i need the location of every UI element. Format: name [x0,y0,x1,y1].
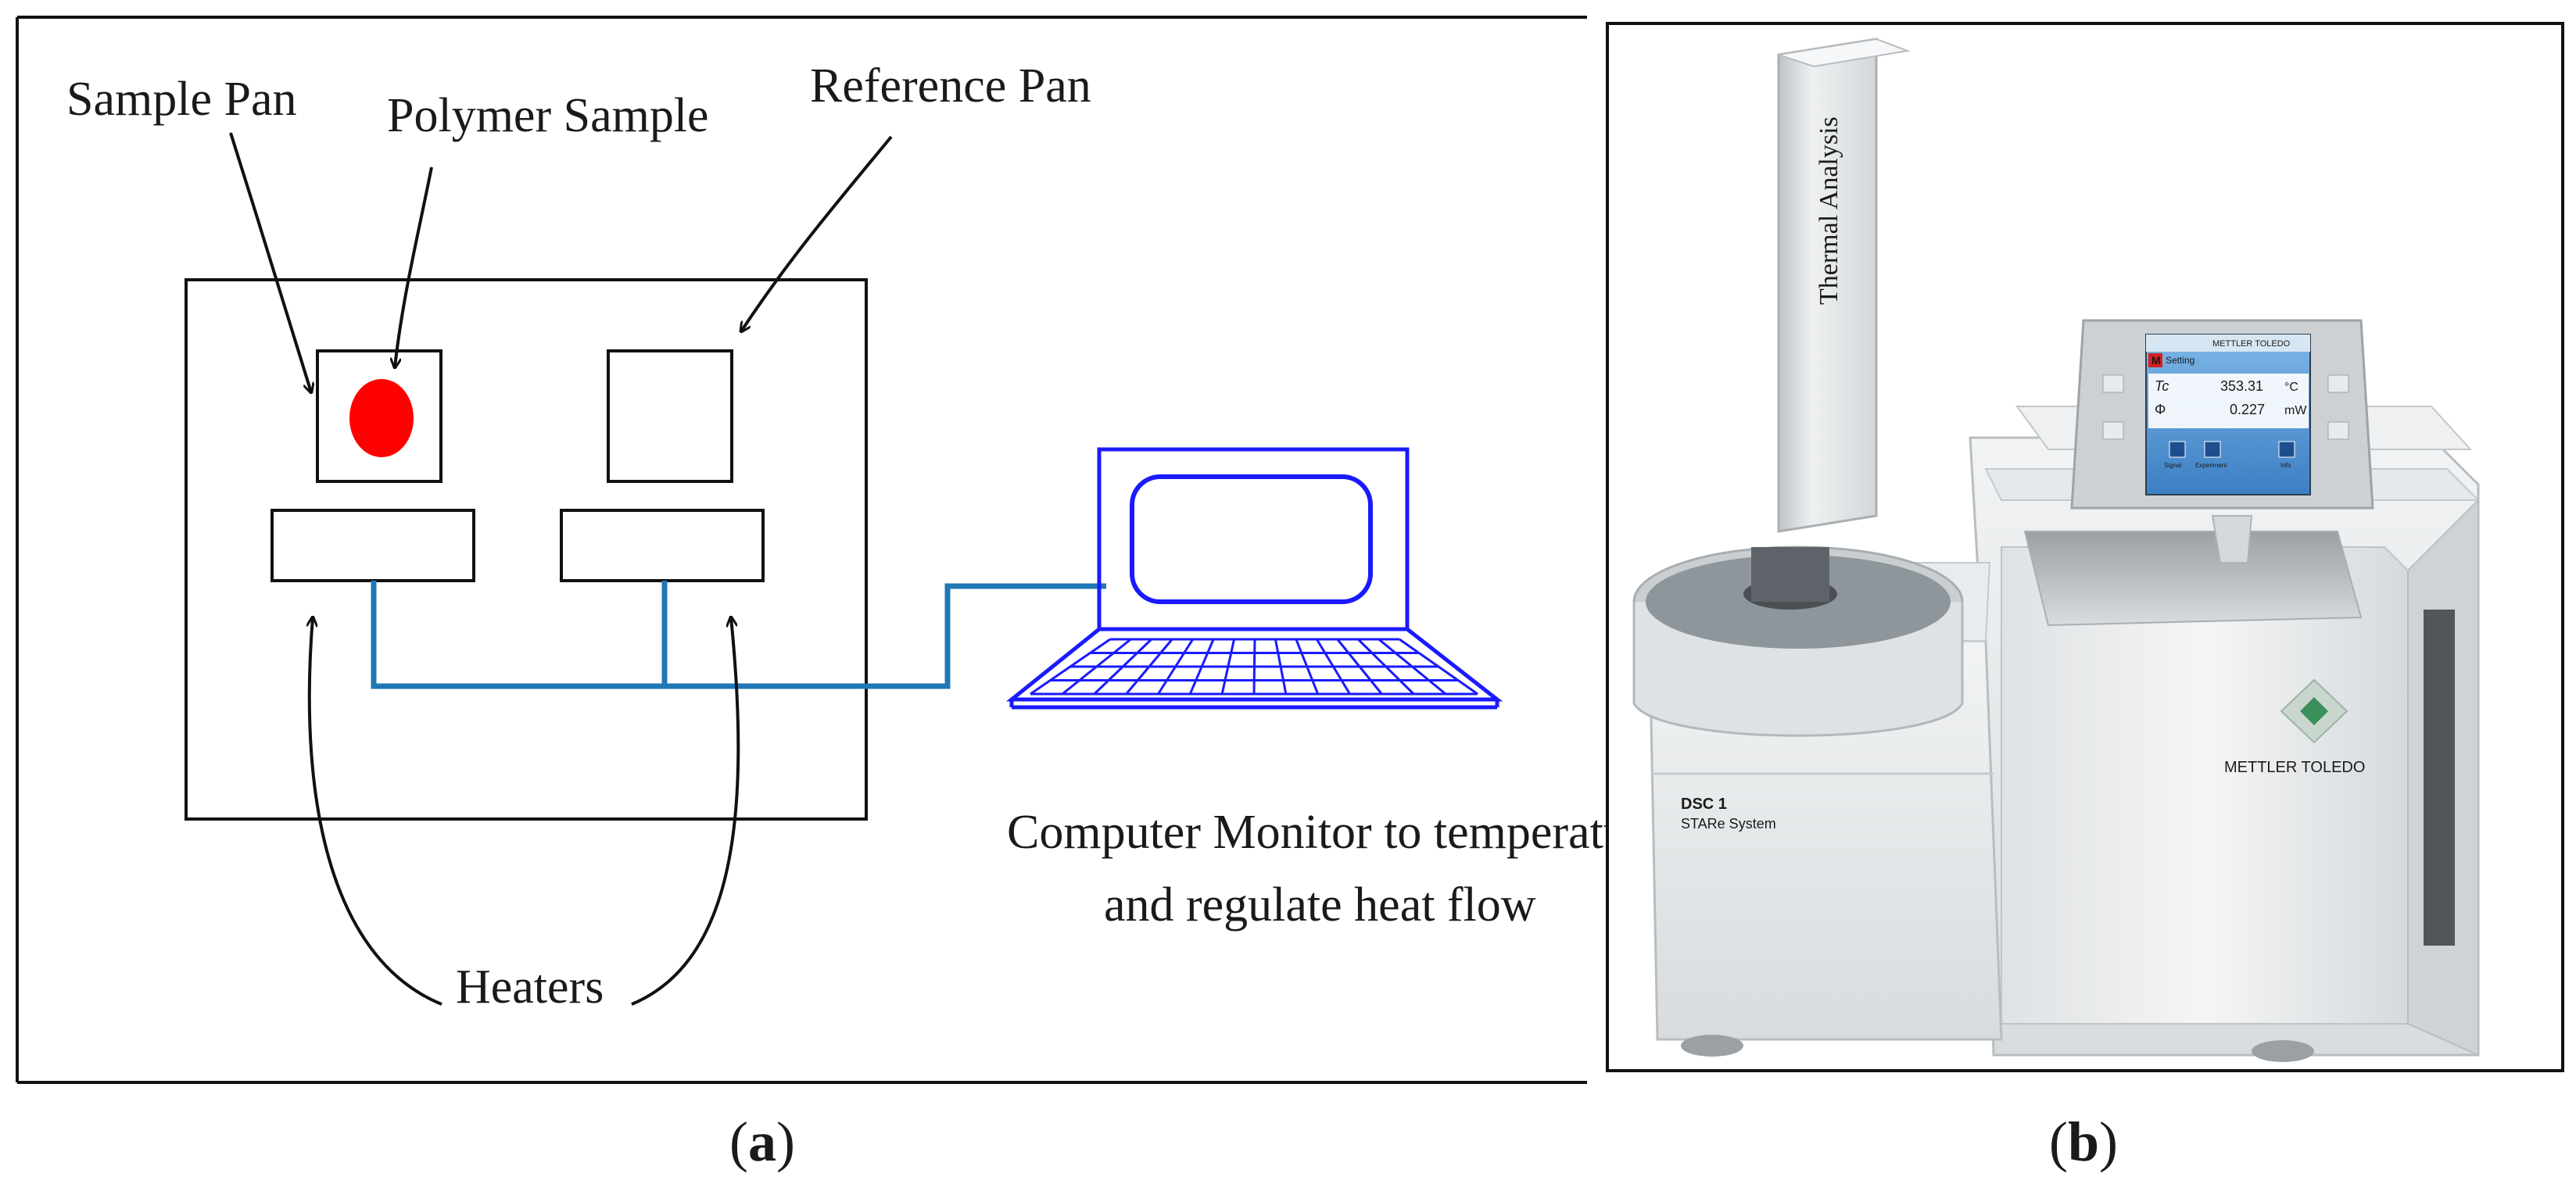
screen-tc-unit: °C [2284,381,2298,394]
screen-btn-experiment[interactable]: Experiment [2195,462,2227,469]
sample-heater [270,509,475,582]
screen-header: METTLER TOLEDO [2212,339,2291,349]
model-text: DSC 1 [1681,796,1727,813]
label-polymer-sample: Polymer Sample [387,89,709,142]
keyboard-col-line [1125,639,1173,695]
keyboard-col-line [1220,639,1236,695]
reference-heater [560,509,765,582]
furnace-well [2023,531,2363,627]
computer-icon [1005,447,1503,710]
screen-phi-symbol: Φ [2155,402,2166,417]
keyboard-col-line [1357,638,1415,696]
foot-right [2252,1040,2314,1062]
svg-text:M: M [2151,354,2161,367]
computer-keyboard [1030,638,1478,696]
arrow-heater-right [631,617,740,1006]
arrow-sample-pan [229,132,311,392]
keyboard-col-line [1252,639,1256,695]
screen-tc-value: 353.31 [2220,378,2263,394]
label-sample-pan: Sample Pan [66,73,296,126]
keyboard-col-line [1336,639,1383,695]
column-text: Thermal Analysis [1815,116,1843,305]
screen-app: Setting [2166,355,2194,366]
keyboard-col-line [1093,638,1152,696]
keyboard-col-line [1157,639,1194,695]
screen-tc-symbol: Tc [2155,378,2169,394]
screen-btn-info[interactable]: Info [2280,462,2291,469]
terminal-display: METTLER TOLEDO M Setting Tc 353.31 °C Φ … [2070,319,2374,510]
label-computer-line2: and regulate heat flow [1104,878,1536,932]
sample-pan [316,349,442,483]
screen-phi-unit: mW [2284,404,2307,417]
caption-b: (b) [2049,1111,2118,1173]
dsc-cell-housing [185,278,868,821]
label-computer-line1: Computer Monitor to temperature [1007,806,1665,859]
reference-pan [607,349,733,483]
keyboard-col-line [1316,639,1351,695]
heater-wiring [371,581,1106,689]
keyboard-col-line [1030,638,1111,696]
caption-a: (a) [729,1111,795,1173]
arrow-heater-left [310,617,442,1006]
screen-buttons[interactable] [2169,441,2295,458]
panel-a-schematic: Sample Pan Polymer Sample Reference Pan … [16,16,1665,1173]
label-reference-pan: Reference Pan [810,59,1091,113]
keyboard-col-line [1274,639,1288,695]
screen-btn-signal[interactable]: Signal [2164,462,2181,469]
label-heaters: Heaters [456,960,604,1014]
brand-logo-icon [2280,678,2348,744]
panel-b-photo: METTLER TOLEDO DSC 1 STARe System Therma… [1606,22,2564,1173]
polymer-sample [349,379,414,457]
keyboard-col-line [1061,638,1132,696]
brand-text: METTLER TOLEDO [2224,759,2365,776]
keyboard-col-line [1399,638,1478,696]
arrow-reference-pan [741,135,893,331]
screen-phi-value: 0.227 [2230,402,2265,417]
arrow-polymer-sample [395,166,433,367]
keyboard-col-line [1295,639,1320,695]
system-text: STARe System [1681,816,1776,832]
foot-left [1681,1035,1743,1057]
keyboard-col-line [1378,638,1447,696]
keyboard-col-line [1188,639,1215,695]
